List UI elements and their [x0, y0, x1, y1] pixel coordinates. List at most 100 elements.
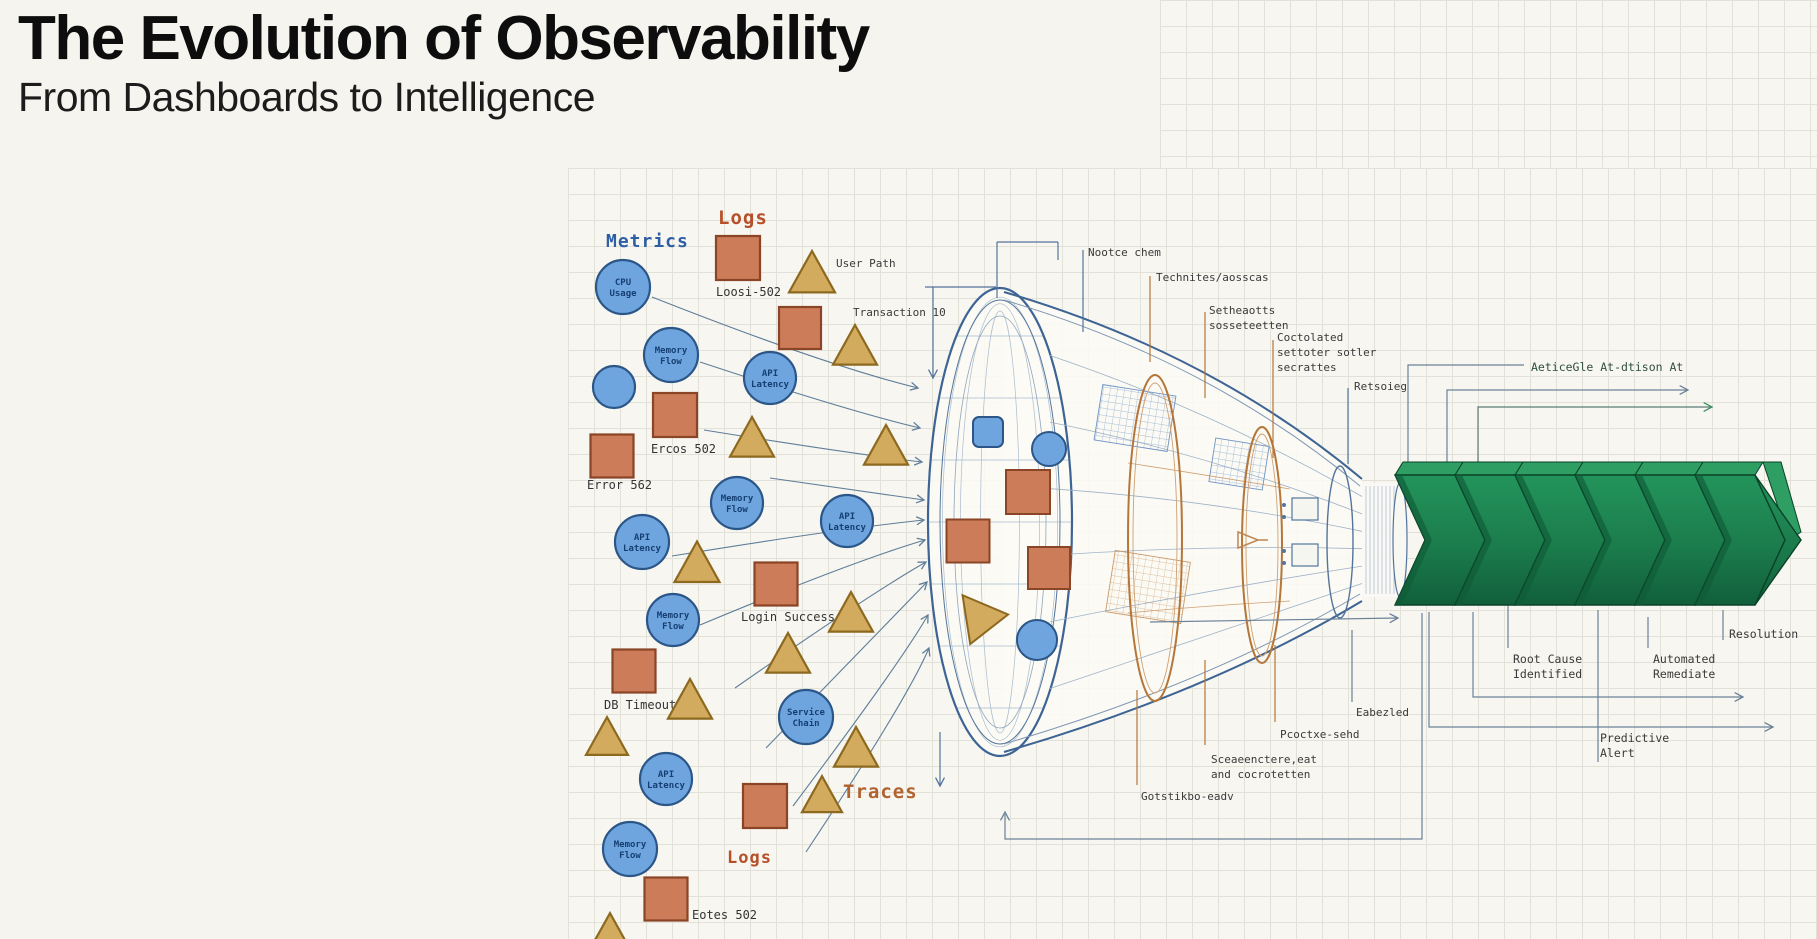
chevron-notch-shadow [1635, 475, 1672, 605]
flow-arrow [805, 647, 930, 853]
log-square [753, 561, 799, 607]
arrowhead-icon [935, 777, 945, 788]
callout-line [1407, 364, 1524, 474]
group-label-logs: Logs [718, 207, 768, 229]
metric-circle [638, 751, 694, 807]
trace-triangle [800, 773, 844, 814]
chevron-tip [1754, 474, 1802, 606]
callout-label: User Path [836, 257, 896, 270]
page-title: The Evolution of Observability [18, 4, 870, 73]
callout-line [1472, 612, 1743, 698]
funnel-longitude-line [1049, 565, 1363, 623]
chevron-notch-shadow [1395, 475, 1432, 605]
arrowhead-icon [913, 456, 924, 466]
funnel-longitude-line [1049, 421, 1363, 515]
arrowhead-icon [917, 561, 928, 570]
callout-label: Technites/aosscas [1156, 271, 1269, 284]
arrowhead-icon [922, 646, 931, 657]
metric-circle [709, 475, 765, 531]
log-square [714, 234, 762, 282]
chevron-top-facet [1454, 461, 1524, 476]
funnel-inner-circle [1031, 431, 1067, 467]
funnel-rib-blue [1326, 465, 1354, 619]
funnel-rib-orange [1241, 426, 1283, 664]
funnel-illustration [926, 286, 1408, 758]
log-square [741, 782, 789, 830]
arrowhead-icon [915, 516, 926, 526]
log-square-label: Ercos 502 [651, 442, 716, 456]
metric-circle [601, 820, 659, 878]
callout-lines [925, 241, 1775, 840]
callout-label: Retsoieg [1354, 380, 1407, 393]
arrowhead-icon [909, 382, 920, 391]
metric-circle [777, 688, 835, 746]
funnel-longitude-line [1049, 583, 1363, 689]
callout-label: Eabezled [1356, 706, 1409, 719]
chevron-top-facet [1574, 461, 1644, 476]
flow-arrow [699, 539, 926, 626]
arrowhead-icon [915, 494, 926, 504]
flow-arrow [769, 477, 925, 501]
chevron-top-facet [1394, 461, 1464, 476]
arrowhead-icon [928, 369, 938, 380]
callout-line [1149, 617, 1399, 623]
leader-dot [1282, 549, 1286, 553]
flow-arrow [699, 361, 921, 429]
log-square-label: Login Success [741, 610, 835, 624]
flow-arrow [792, 614, 929, 807]
funnel-inner-rounded-square [972, 416, 1004, 448]
funnel-mesh-arc [942, 296, 1058, 748]
ai-output-chevrons [1393, 461, 1802, 606]
callout-line [1004, 613, 1423, 840]
funnel-panel-grid-orange [1105, 549, 1191, 625]
page-subtitle: From Dashboards to Intelligence [18, 74, 596, 121]
grid-paper-panel-top [1160, 0, 1817, 168]
trace-triangle [764, 630, 812, 674]
funnel-longitude-orange [1127, 462, 1291, 490]
trace-triangle [831, 322, 879, 366]
metric-circle [613, 513, 671, 571]
metric-circle [645, 592, 701, 648]
funnel-rib-orange [1127, 374, 1183, 702]
chevron-notch-shadow [1515, 475, 1552, 605]
funnel-panel-grid [1208, 437, 1270, 491]
chevron-top-facet [1694, 461, 1764, 476]
log-square-label: Eotes 502 [692, 908, 757, 922]
trace-triangle [827, 589, 875, 633]
trace-triangle [594, 910, 626, 939]
neck-detail-box [1291, 543, 1319, 567]
flow-arrow [651, 296, 919, 389]
trace-triangle [787, 248, 837, 294]
metric-circle [742, 350, 798, 406]
chevron-top-facet [1514, 461, 1584, 476]
metric-circle [594, 258, 652, 316]
metric-circle [642, 326, 700, 384]
metric-circle [591, 364, 637, 410]
log-square-label: Loosi-502 [716, 285, 781, 299]
arrowhead-icon [1679, 385, 1690, 395]
arrowhead-icon [1734, 692, 1745, 702]
flow-arrows [651, 296, 931, 853]
funnel-longitude-line [1049, 488, 1363, 532]
metric-circle [819, 493, 875, 549]
arrowhead-icon [911, 422, 922, 431]
arrowhead-icon [1389, 613, 1400, 624]
callout-label: Transaction 10 [853, 306, 946, 319]
callout-label: AeticeGle At-dtison At [1531, 360, 1683, 374]
log-square [643, 876, 689, 922]
leader-dot [1282, 515, 1286, 519]
funnel-body-top-edge-inner [1003, 299, 1361, 487]
group-label-metrics: Metrics [606, 231, 689, 252]
trace-triangle [832, 724, 880, 768]
